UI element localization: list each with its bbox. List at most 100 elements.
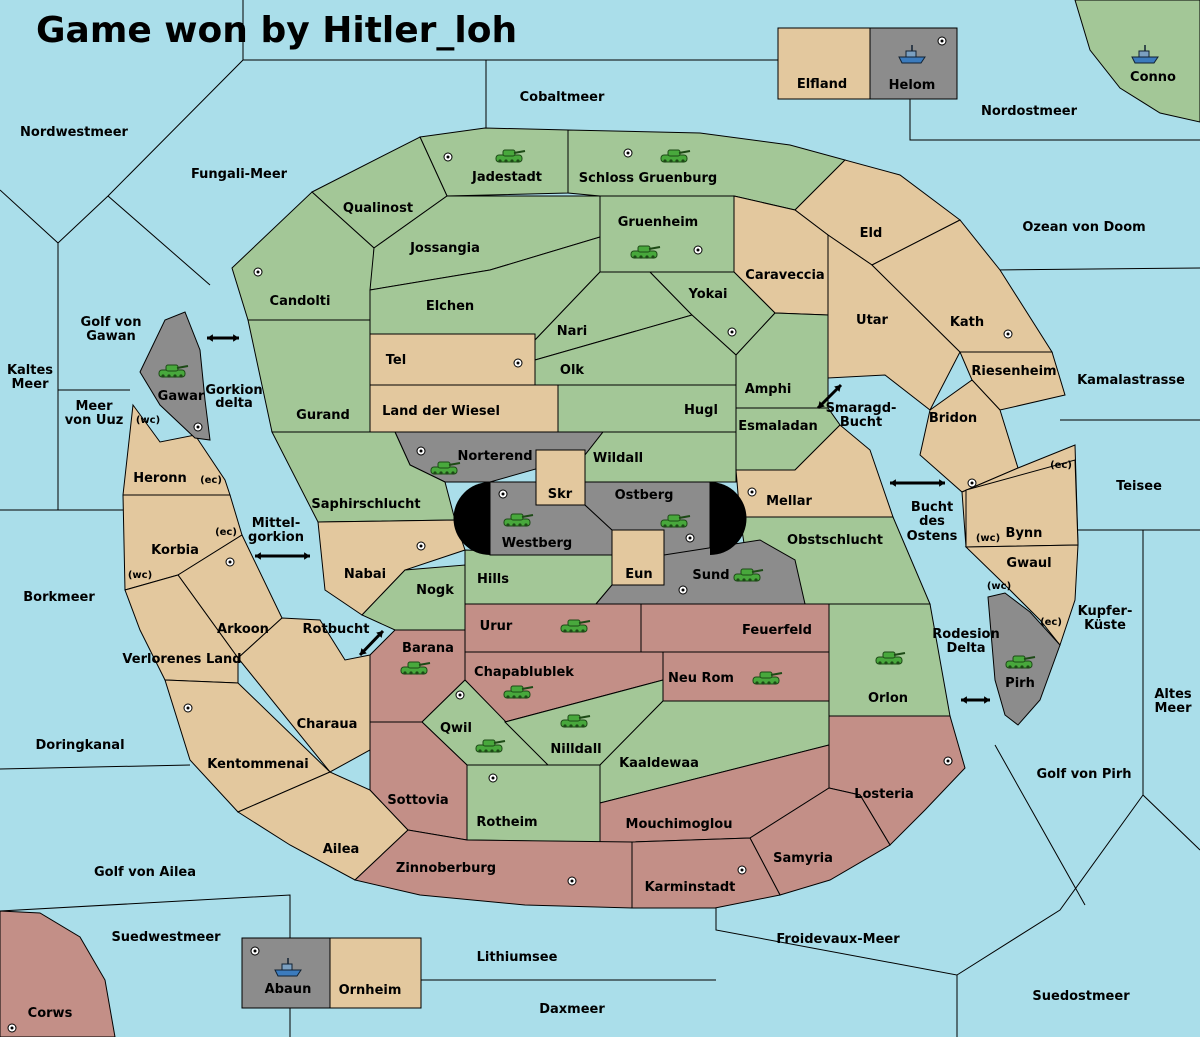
territory-label-yokai: Yokai bbox=[687, 287, 727, 302]
sea-label: Borkmeer bbox=[23, 590, 95, 605]
supply-center-icon bbox=[967, 478, 977, 488]
territory-sund[interactable] bbox=[594, 539, 806, 605]
territory-ornheim[interactable] bbox=[329, 937, 422, 1009]
supply-center-icon bbox=[498, 489, 508, 499]
territory-label-ostberg: Ostberg bbox=[615, 488, 674, 503]
army-unit-icon[interactable] bbox=[475, 739, 506, 753]
sea-label: Ostens bbox=[907, 529, 958, 544]
territory-label-eun: Eun bbox=[625, 567, 652, 582]
territory-label-karminstadt: Karminstadt bbox=[645, 880, 736, 895]
sea-label: Lithiumsee bbox=[477, 950, 558, 965]
supply-center-icon bbox=[623, 148, 633, 158]
sea-label: Golf von Ailea bbox=[94, 865, 196, 880]
sea-label: Mittel- bbox=[252, 516, 301, 531]
sea-label: Bucht bbox=[840, 415, 882, 430]
supply-center-icon bbox=[416, 541, 426, 551]
army-unit-icon[interactable] bbox=[752, 671, 783, 685]
sea-label: Smaragd- bbox=[826, 401, 897, 416]
territory-corws[interactable] bbox=[0, 910, 116, 1037]
sea-label: Delta bbox=[946, 641, 985, 656]
territory-label-nilldall: Nilldall bbox=[550, 742, 601, 757]
territory-label-tel: Tel bbox=[386, 353, 406, 368]
territory-label-mouchimoglou: Mouchimoglou bbox=[626, 817, 733, 832]
territory-label-arkoon: Arkoon bbox=[217, 622, 269, 637]
territory-label-caraveccia: Caraveccia bbox=[745, 268, 824, 283]
supply-center-icon bbox=[727, 327, 737, 337]
sea-label: Küste bbox=[1084, 618, 1126, 633]
territory-label-elchen: Elchen bbox=[426, 299, 474, 314]
adjacency-arrow-icon bbox=[816, 383, 843, 410]
supply-center-icon bbox=[567, 876, 577, 886]
unit-layer bbox=[158, 45, 1159, 977]
army-unit-icon[interactable] bbox=[430, 461, 461, 475]
territory-label-jossangia: Jossangia bbox=[409, 241, 480, 256]
territory-label-olk: Olk bbox=[560, 363, 585, 378]
territory-label-amphi: Amphi bbox=[745, 382, 792, 397]
sea-label: Teisee bbox=[1116, 479, 1162, 494]
adjacency-arrow-icon bbox=[890, 479, 945, 487]
territory-label-norterend: Norterend bbox=[457, 449, 532, 464]
fleet-unit-icon[interactable] bbox=[898, 45, 926, 64]
army-unit-icon[interactable] bbox=[158, 364, 189, 378]
fleet-unit-icon[interactable] bbox=[274, 958, 302, 977]
sea-label: Kaltes bbox=[7, 363, 53, 378]
territory-label-helom: Helom bbox=[889, 78, 936, 93]
army-unit-icon[interactable] bbox=[503, 685, 534, 699]
territory-karminstadt[interactable] bbox=[631, 837, 781, 909]
territory-kath[interactable] bbox=[871, 219, 1053, 353]
supply-center-icon bbox=[678, 585, 688, 595]
sea-label: des bbox=[919, 514, 945, 529]
supply-center-icon bbox=[183, 703, 193, 713]
territory-label-skr: Skr bbox=[548, 487, 573, 502]
territory-label-wildall: Wildall bbox=[593, 451, 643, 466]
army-unit-icon[interactable] bbox=[560, 714, 591, 728]
territory-label-esmaladan: Esmaladan bbox=[738, 419, 818, 434]
army-unit-icon[interactable] bbox=[400, 661, 431, 675]
army-unit-icon[interactable] bbox=[875, 651, 906, 665]
territory-label-hugl: Hugl bbox=[684, 403, 718, 418]
territory-label-sund: Sund bbox=[692, 568, 729, 583]
territory-label-verlorenes: Verlorenes Land bbox=[122, 652, 241, 667]
arrow-layer bbox=[207, 334, 990, 704]
army-unit-icon[interactable] bbox=[495, 149, 526, 163]
territory-label-obstschlucht: Obstschlucht bbox=[787, 533, 883, 548]
sea-label: delta bbox=[215, 396, 253, 411]
army-unit-icon[interactable] bbox=[503, 513, 534, 527]
sea-label: Meer bbox=[76, 399, 114, 414]
territory-label-samyria: Samyria bbox=[773, 851, 833, 866]
army-unit-icon[interactable] bbox=[1005, 655, 1036, 669]
adjacency-arrow-icon bbox=[255, 552, 310, 560]
territory-label-zinnoberburg: Zinnoberburg bbox=[396, 861, 496, 876]
sea-label: Ozean von Doom bbox=[1022, 220, 1145, 235]
territory-label-nogk: Nogk bbox=[416, 583, 454, 598]
territory-label-barana: Barana bbox=[402, 641, 454, 656]
coast-label: (ec) bbox=[215, 527, 237, 538]
sea-label: Meer bbox=[12, 377, 50, 392]
supply-center-icon bbox=[747, 487, 757, 497]
army-unit-icon[interactable] bbox=[560, 619, 591, 633]
army-unit-icon[interactable] bbox=[660, 514, 691, 528]
fleet-unit-icon[interactable] bbox=[1131, 45, 1159, 64]
sea-label: Suedwestmeer bbox=[111, 930, 221, 945]
army-unit-icon[interactable] bbox=[630, 245, 661, 259]
adjacency-arrow-icon bbox=[358, 629, 385, 657]
supply-center-icon bbox=[693, 245, 703, 255]
army-unit-icon[interactable] bbox=[733, 568, 764, 582]
territory-label-chapablublek: Chapablublek bbox=[474, 665, 574, 680]
territory-gruenheim[interactable] bbox=[599, 195, 735, 273]
supply-center-icon bbox=[250, 946, 260, 956]
sea-label: Suedostmeer bbox=[1032, 989, 1130, 1004]
territory-label-heronn: Heronn bbox=[133, 471, 187, 486]
territory-label-ailea: Ailea bbox=[323, 842, 360, 857]
territory-label-corws: Corws bbox=[28, 1006, 73, 1021]
supply-center-icon bbox=[737, 865, 747, 875]
territory-rotheim[interactable] bbox=[466, 764, 601, 843]
army-unit-icon[interactable] bbox=[660, 149, 691, 163]
territory-label-gruenheim: Gruenheim bbox=[618, 215, 698, 230]
territory-charaua[interactable] bbox=[237, 617, 371, 773]
territory-riesenheim[interactable] bbox=[959, 351, 1066, 411]
territory-label-kentommenai: Kentommenai bbox=[207, 757, 308, 772]
sea-label: Kupfer- bbox=[1078, 604, 1133, 619]
